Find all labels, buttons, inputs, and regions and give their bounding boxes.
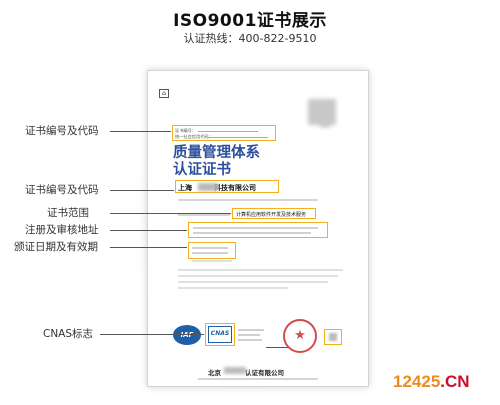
qr-code-icon bbox=[329, 333, 337, 341]
callout-line-scope bbox=[110, 213, 231, 214]
callout-label-cnas: CNAS标志 bbox=[43, 328, 94, 340]
mgmt-system-text-3 bbox=[238, 339, 262, 341]
standard-line bbox=[178, 199, 318, 201]
cnas-highlight bbox=[205, 323, 235, 346]
dates-highlight bbox=[188, 242, 236, 259]
date-line-2 bbox=[192, 252, 228, 254]
iaf-logo: IAF bbox=[173, 325, 201, 345]
body-line-2 bbox=[178, 275, 338, 277]
mgmt-system-text-1 bbox=[238, 329, 264, 331]
callout-label-scope: 证书范围 bbox=[47, 207, 89, 219]
footer-company-prefix: 北京 bbox=[208, 369, 221, 377]
cnas-logo: CNAS bbox=[208, 326, 232, 343]
cert-number-text: 证书编号： bbox=[175, 128, 196, 133]
body-line-3 bbox=[178, 281, 328, 283]
heading-line-1: 质量管理体系 bbox=[173, 145, 260, 161]
company-name: 上海 科技有限公司 bbox=[178, 183, 256, 193]
signature-line bbox=[266, 347, 290, 348]
callout-label-cert-number: 证书编号及代码 bbox=[25, 125, 99, 137]
company-highlight bbox=[175, 180, 279, 193]
credit-code-lines bbox=[208, 137, 268, 138]
footer-company: 北京 认证有限公司 bbox=[208, 367, 284, 377]
body-line-1 bbox=[178, 269, 343, 271]
corner-stamp-icon: ⌂ bbox=[159, 89, 169, 98]
callout-line-dates bbox=[110, 247, 187, 248]
company-prefix: 上海 bbox=[178, 184, 192, 192]
heading-line-2: 认证证书 bbox=[173, 162, 231, 178]
callout-line-address bbox=[110, 230, 187, 231]
qr-code-highlight bbox=[324, 329, 342, 345]
certificate-document: ⌂ 证书编号： 统一社会信用代码： 质量管理体系 认证证书 上海 科技有限公司 计… bbox=[147, 70, 369, 387]
callout-line-cnas bbox=[100, 334, 204, 335]
callout-line-cert-number bbox=[110, 131, 171, 132]
scope-text: 计算机应用软件开发及技术服务 bbox=[236, 212, 307, 218]
blurred-logo-extra bbox=[320, 117, 330, 127]
credit-code-text: 统一社会信用代码： bbox=[175, 134, 213, 139]
date-line-3 bbox=[192, 260, 232, 262]
watermark-dot: . bbox=[440, 372, 446, 391]
footer-company-suffix: 认证有限公司 bbox=[245, 369, 284, 377]
mgmt-system-text-2 bbox=[238, 334, 260, 336]
date-line-1 bbox=[192, 247, 228, 249]
address-line-1 bbox=[193, 227, 318, 229]
body-line-4 bbox=[178, 287, 288, 289]
scope-highlight bbox=[232, 208, 316, 219]
footer-address-line bbox=[198, 378, 318, 380]
watermark-number: 12425 bbox=[393, 372, 441, 391]
hotline-text: 认证热线：400-822-9510 bbox=[183, 32, 317, 45]
scope-label-line bbox=[178, 214, 230, 216]
certificate-heading: 质量管理体系 认证证书 bbox=[173, 145, 260, 179]
callout-label-address: 注册及审核地址 bbox=[25, 224, 99, 236]
watermark-cn: CN bbox=[445, 372, 470, 391]
page-title: ISO9001证书展示 bbox=[173, 11, 327, 31]
company-blur bbox=[198, 183, 218, 191]
site-watermark: 12425.CN bbox=[393, 372, 470, 392]
callout-label-company: 证书编号及代码 bbox=[25, 184, 99, 196]
address-highlight bbox=[188, 222, 328, 238]
address-line-2 bbox=[193, 232, 311, 234]
cert-number-lines bbox=[198, 131, 258, 132]
callout-line-company bbox=[110, 190, 174, 191]
company-suffix: 科技有限公司 bbox=[214, 184, 256, 192]
footer-blur bbox=[224, 367, 246, 374]
cert-number-highlight bbox=[172, 125, 276, 141]
callout-label-dates: 颁证日期及有效期 bbox=[14, 241, 98, 253]
official-seal-icon: ★ bbox=[283, 319, 317, 353]
